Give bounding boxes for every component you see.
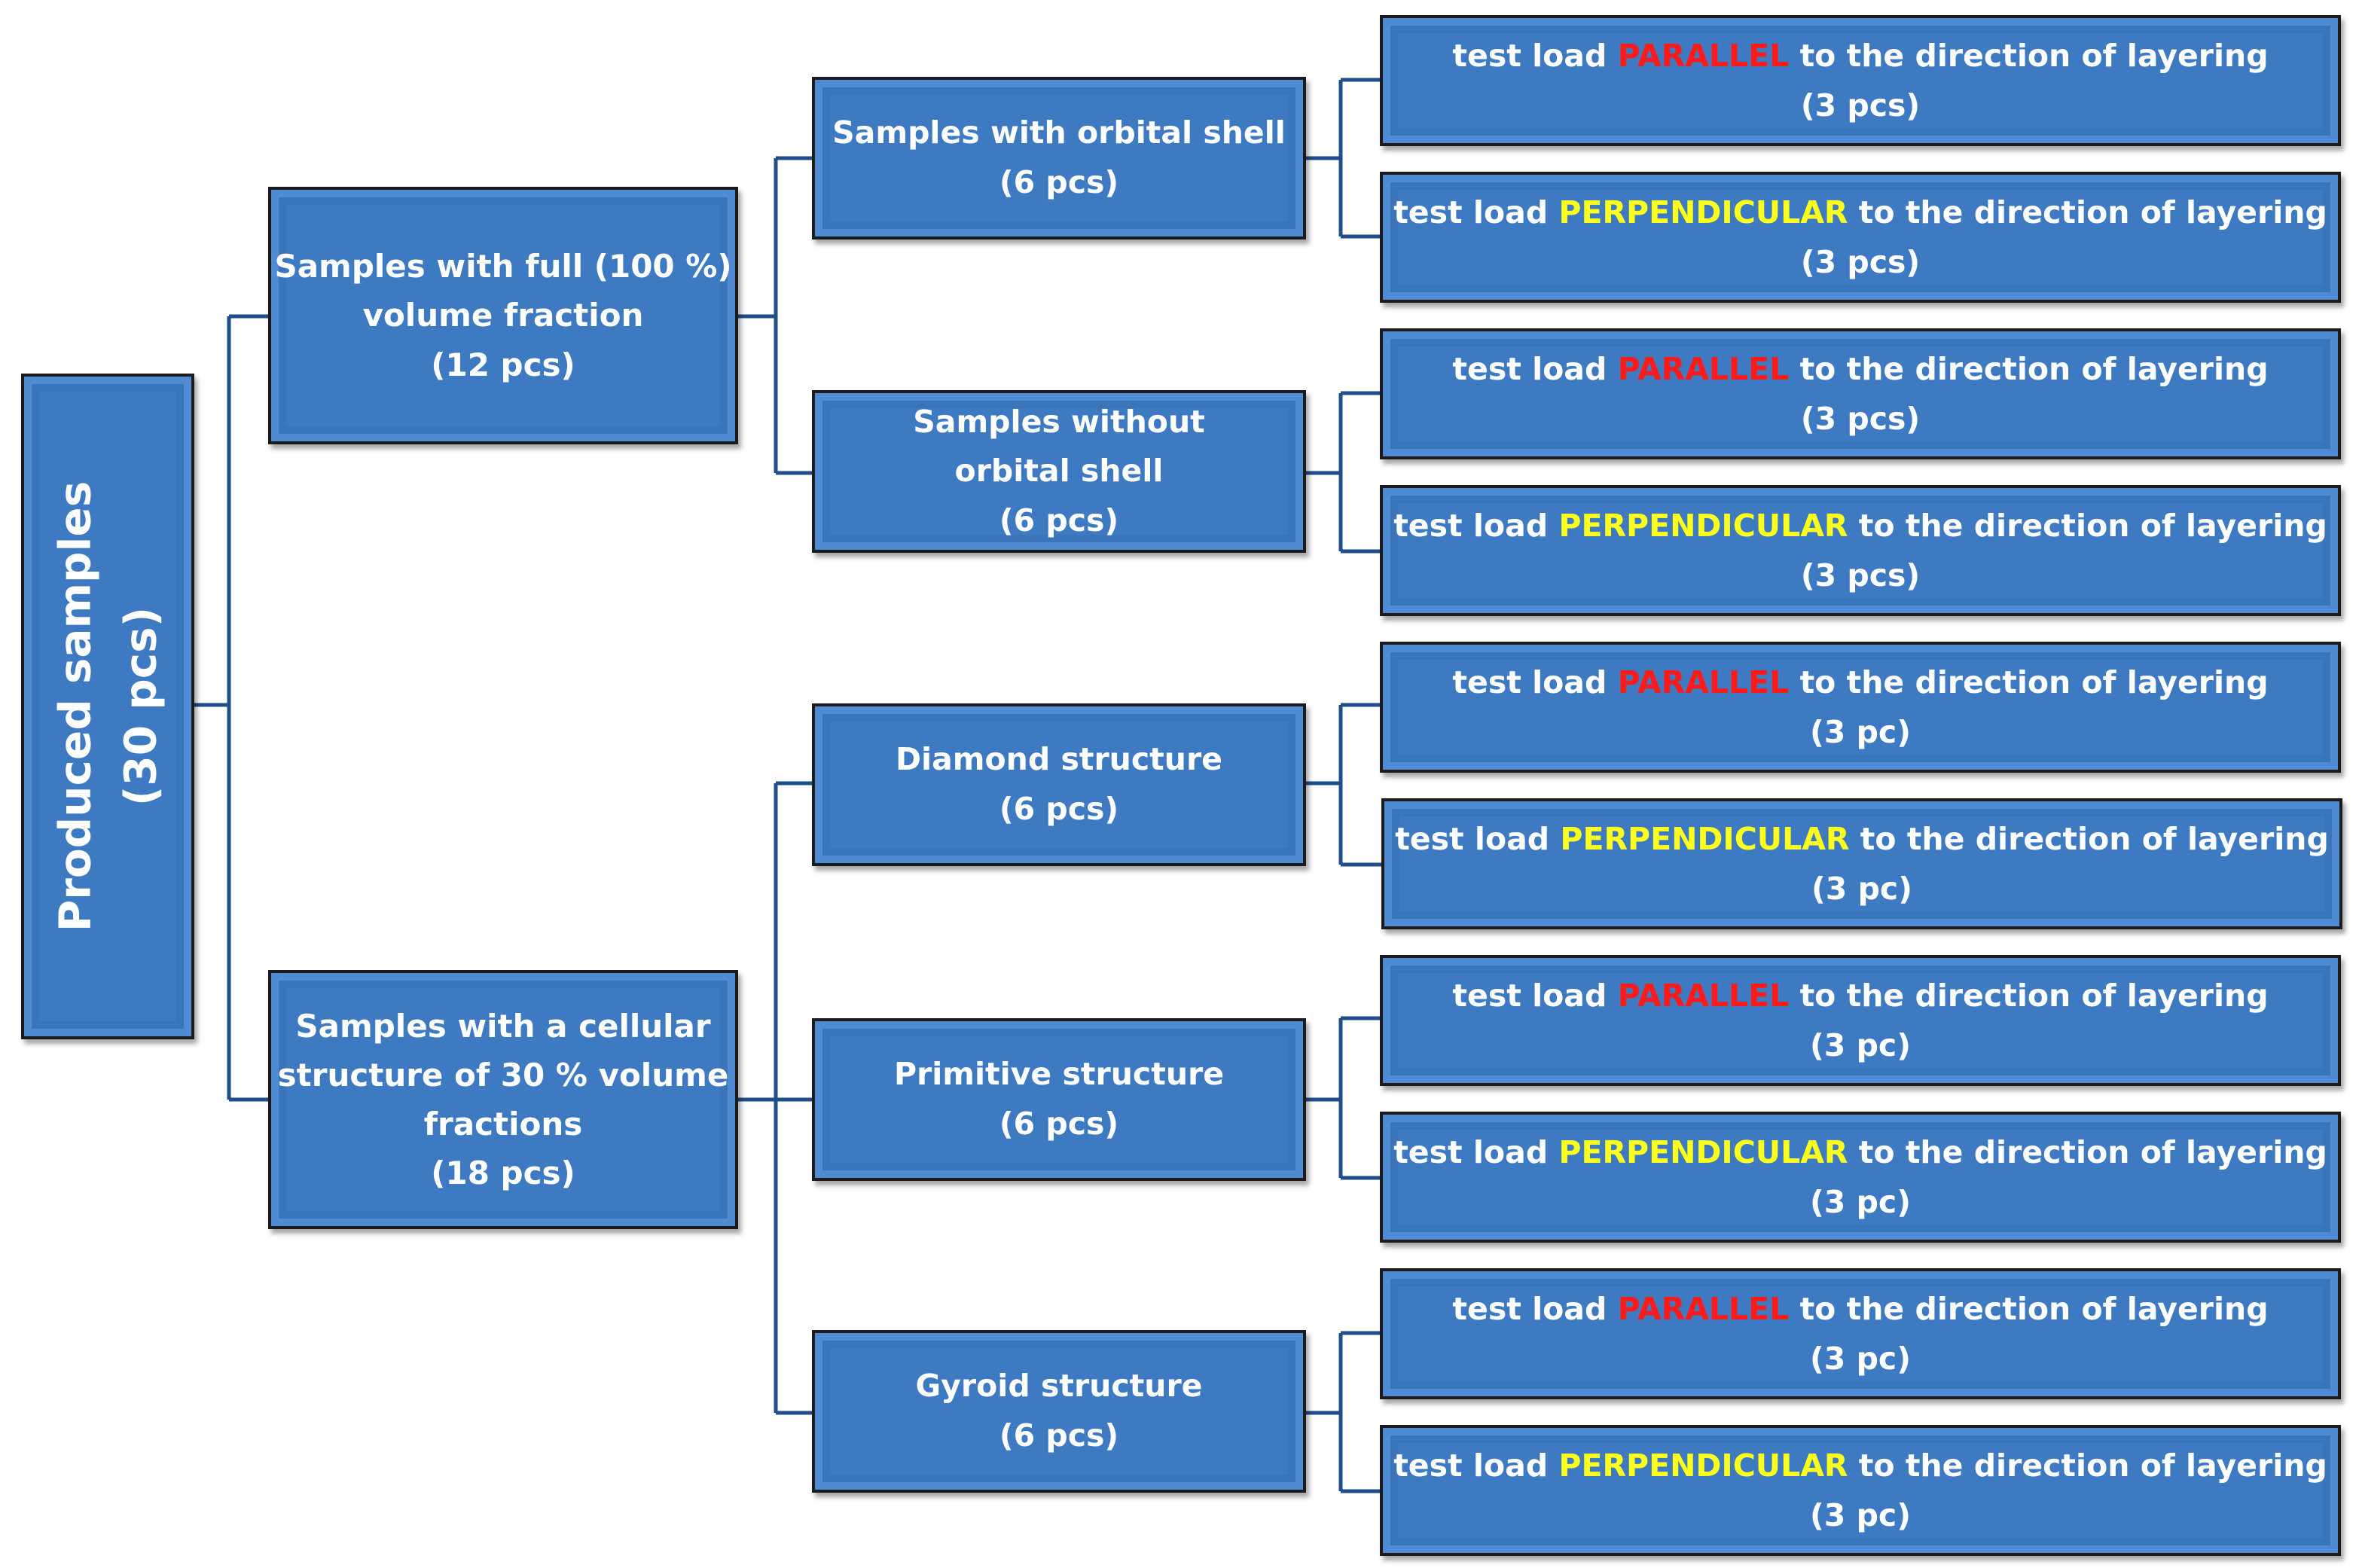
test-label: test load PERPENDICULAR to the direction… [1393, 501, 2327, 551]
test-suffix: to the direction of layering [1849, 820, 2329, 857]
subgroup-title: Samples without [913, 403, 1205, 440]
test-parallel-box: test load PARALLEL to the direction of l… [1380, 642, 2341, 773]
connector-sub-1 [1305, 78, 1381, 239]
test-suffix: to the direction of layering [1789, 1290, 2269, 1327]
test-keyword-parallel: PARALLEL [1617, 350, 1790, 387]
test-keyword-parallel: PARALLEL [1617, 1290, 1790, 1327]
test-keyword-parallel: PARALLEL [1617, 37, 1790, 74]
test-suffix: to the direction of layering [1789, 977, 2269, 1014]
test-perpendicular-box: test load PERPENDICULAR to the direction… [1380, 1425, 2341, 1556]
test-count: (3 pc) [1810, 1184, 1911, 1220]
subgroup-count: (6 pcs) [999, 1417, 1119, 1454]
test-parallel-box: test load PARALLEL to the direction of l… [1380, 328, 2341, 459]
root-title: Produced samples [49, 480, 100, 932]
test-keyword-perpendicular: PERPENDICULAR [1558, 507, 1848, 544]
group-2-line-2: structure of 30 % volume [277, 1056, 729, 1094]
test-parallel-box: test load PARALLEL to the direction of l… [1380, 1268, 2341, 1399]
subgroup-title: Primitive structure [893, 1056, 1225, 1093]
test-suffix: to the direction of layering [1848, 1447, 2327, 1484]
group-2-line-1: Samples with a cellular [295, 1007, 711, 1045]
test-perpendicular-box: test load PERPENDICULAR to the direction… [1380, 1112, 2341, 1243]
test-label: test load PERPENDICULAR to the direction… [1393, 1127, 2327, 1177]
test-label: test load PARALLEL to the direction of l… [1452, 31, 2268, 81]
test-count: (3 pcs) [1800, 401, 1921, 437]
connector-group-2 [737, 781, 813, 1415]
connector-root [193, 314, 270, 1102]
root-box: Produced samples (30 pcs) [21, 374, 194, 1039]
test-prefix: test load [1452, 37, 1618, 74]
group-2-line-3: fractions [423, 1106, 583, 1142]
test-parallel-box: test load PARALLEL to the direction of l… [1380, 955, 2341, 1086]
test-prefix: test load [1395, 820, 1561, 857]
test-prefix: test load [1452, 977, 1618, 1014]
subgroup-title-2: orbital shell [954, 453, 1164, 490]
subgroup-primitive: Primitive structure (6 pcs) [812, 1018, 1306, 1181]
test-parallel-box: test load PARALLEL to the direction of l… [1380, 15, 2341, 146]
test-count: (3 pcs) [1800, 557, 1921, 593]
test-count: (3 pc) [1811, 871, 1912, 907]
test-suffix: to the direction of layering [1848, 194, 2327, 230]
subgroup-diamond: Diamond structure (6 pcs) [812, 703, 1306, 866]
test-prefix: test load [1393, 1133, 1559, 1170]
test-suffix: to the direction of layering [1848, 507, 2327, 544]
test-count: (3 pc) [1810, 1497, 1911, 1533]
test-keyword-perpendicular: PERPENDICULAR [1558, 194, 1848, 230]
subgroup-title: Diamond structure [896, 741, 1222, 778]
test-label: test load PARALLEL to the direction of l… [1452, 971, 2268, 1020]
test-label: test load PERPENDICULAR to the direction… [1393, 188, 2327, 237]
test-prefix: test load [1452, 664, 1618, 700]
subgroup-title: Gyroid structure [915, 1368, 1203, 1405]
test-label: test load PARALLEL to the direction of l… [1452, 1284, 2268, 1334]
test-perpendicular-box: test load PERPENDICULAR to the direction… [1380, 172, 2341, 303]
test-keyword-parallel: PARALLEL [1617, 977, 1790, 1014]
test-label: test load PARALLEL to the direction of l… [1452, 344, 2268, 394]
subgroup-orbital-shell: Samples with orbital shell (6 pcs) [812, 77, 1306, 239]
test-prefix: test load [1393, 507, 1559, 544]
subgroup-count: (6 pcs) [999, 164, 1119, 200]
subgroup-title: Samples with orbital shell [832, 114, 1286, 151]
connector-sub-5 [1305, 1331, 1381, 1493]
test-keyword-perpendicular: PERPENDICULAR [1560, 820, 1850, 857]
test-perpendicular-box: test load PERPENDICULAR to the direction… [1380, 485, 2341, 616]
test-label: test load PERPENDICULAR to the direction… [1395, 814, 2329, 864]
test-count: (3 pc) [1810, 1027, 1911, 1063]
test-count: (3 pc) [1810, 1341, 1911, 1377]
test-prefix: test load [1452, 1290, 1618, 1327]
group-cellular-structure: Samples with a cellular structure of 30 … [268, 970, 738, 1229]
subgroup-count: (6 pcs) [999, 502, 1119, 538]
test-suffix: to the direction of layering [1789, 664, 2269, 700]
group-1-line-1: Samples with full (100 %) [274, 248, 732, 285]
connector-sub-4 [1305, 1016, 1381, 1180]
test-suffix: to the direction of layering [1789, 350, 2269, 387]
subgroup-gyroid: Gyroid structure (6 pcs) [812, 1330, 1306, 1493]
subgroup-without-orbital-shell: Samples without orbital shell (6 pcs) [812, 390, 1306, 553]
test-label: test load PARALLEL to the direction of l… [1452, 657, 2268, 707]
test-perpendicular-box: test load PERPENDICULAR to the direction… [1381, 798, 2342, 929]
test-keyword-perpendicular: PERPENDICULAR [1558, 1133, 1848, 1170]
test-prefix: test load [1452, 350, 1618, 387]
test-suffix: to the direction of layering [1789, 37, 2269, 74]
test-count: (3 pc) [1810, 714, 1911, 750]
root-label: Produced samples (30 pcs) [42, 481, 173, 932]
test-suffix: to the direction of layering [1848, 1133, 2327, 1170]
group-1-line-2: volume fraction [362, 297, 644, 334]
group-full-volume: Samples with full (100 %) volume fractio… [268, 187, 738, 444]
test-prefix: test load [1393, 194, 1559, 230]
connector-group-1 [737, 156, 813, 475]
group-2-count: (18 pcs) [431, 1155, 575, 1192]
test-count: (3 pcs) [1800, 87, 1921, 124]
root-count: (30 pcs) [114, 606, 166, 807]
test-label: test load PERPENDICULAR to the direction… [1393, 1441, 2327, 1490]
connector-sub-3 [1305, 703, 1381, 867]
connector-sub-2 [1305, 391, 1381, 554]
test-count: (3 pcs) [1800, 244, 1921, 280]
group-1-count: (12 pcs) [431, 346, 575, 383]
subgroup-count: (6 pcs) [999, 791, 1119, 827]
subgroup-count: (6 pcs) [999, 1106, 1119, 1142]
test-prefix: test load [1393, 1447, 1559, 1484]
test-keyword-parallel: PARALLEL [1617, 664, 1790, 700]
test-keyword-perpendicular: PERPENDICULAR [1558, 1447, 1848, 1484]
